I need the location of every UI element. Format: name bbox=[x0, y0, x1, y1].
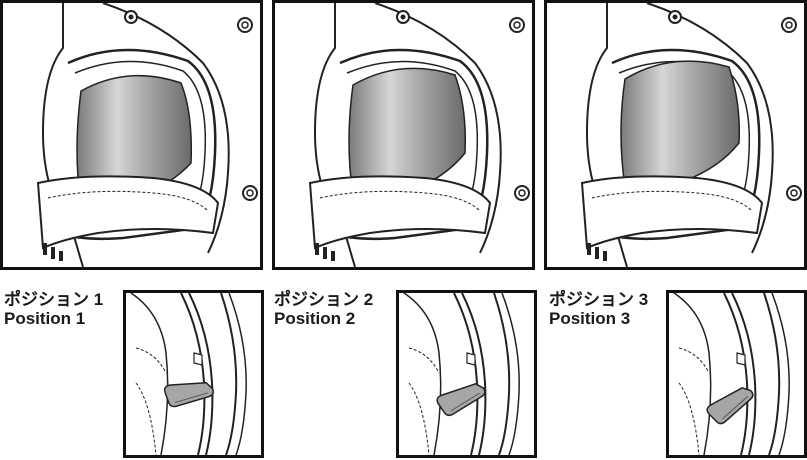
helmet-illustration-1 bbox=[36, 3, 258, 267]
helmet-panel-1 bbox=[0, 0, 263, 270]
helmet-illustration-3 bbox=[580, 3, 802, 267]
visor-lever-1 bbox=[163, 381, 214, 408]
position-3-label-en: Position 3 bbox=[549, 309, 631, 328]
lever-detail-3 bbox=[673, 293, 790, 455]
lever-detail-1 bbox=[130, 293, 247, 455]
position-1-label-en: Position 1 bbox=[4, 309, 86, 328]
helmet-illustration-2 bbox=[308, 3, 530, 267]
visor-lever-3 bbox=[706, 386, 754, 425]
visor-lever-2 bbox=[436, 382, 486, 417]
detail-panel-2 bbox=[396, 290, 537, 458]
position-2-label: ポジション 2 Position 2 bbox=[274, 290, 373, 328]
detail-panel-1 bbox=[123, 290, 264, 458]
position-1-label: ポジション 1 Position 1 bbox=[4, 290, 103, 328]
lever-detail-2 bbox=[403, 293, 520, 455]
position-1-label-jp: ポジション 1 bbox=[4, 290, 104, 309]
helmet-panel-3 bbox=[544, 0, 807, 270]
position-3-label: ポジション 3 Position 3 bbox=[549, 290, 648, 328]
helmet-panel-2 bbox=[272, 0, 535, 270]
position-2-label-en: Position 2 bbox=[274, 309, 356, 328]
position-3-label-jp: ポジション 3 bbox=[549, 290, 649, 309]
position-2-label-jp: ポジション 2 bbox=[274, 290, 374, 309]
detail-panel-3 bbox=[666, 290, 807, 458]
